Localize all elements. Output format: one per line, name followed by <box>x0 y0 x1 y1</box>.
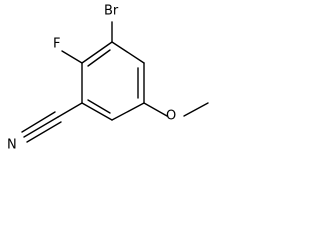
nitrogen-label: N <box>7 138 17 153</box>
ring-bond-c1-c2 <box>81 41 113 64</box>
fluorine-label: F <box>53 37 60 52</box>
ring-double-bond-c3-c4 <box>87 99 111 114</box>
bromine-label: Br <box>104 4 119 19</box>
chemical-structure: Br F N O <box>7 4 209 153</box>
benzene-ring <box>81 41 145 121</box>
ring-bond-c4-c5 <box>111 102 145 121</box>
oxygen-label: O <box>166 109 176 124</box>
bond-c-cn <box>57 102 83 118</box>
ring-bond-c6-c1 <box>111 41 145 64</box>
ring-double-bond-c1-c2 <box>87 49 111 67</box>
bond-c-f <box>61 50 83 64</box>
nitrile-triple-bond-1 <box>23 116 59 138</box>
ring-bond-c3-c4 <box>81 102 113 121</box>
bond-o-ch3 <box>183 102 209 117</box>
bond-c-o <box>143 102 168 117</box>
nitrile-triple-bond-3 <box>26 121 62 143</box>
nitrile-triple-bond-2 <box>21 111 56 133</box>
